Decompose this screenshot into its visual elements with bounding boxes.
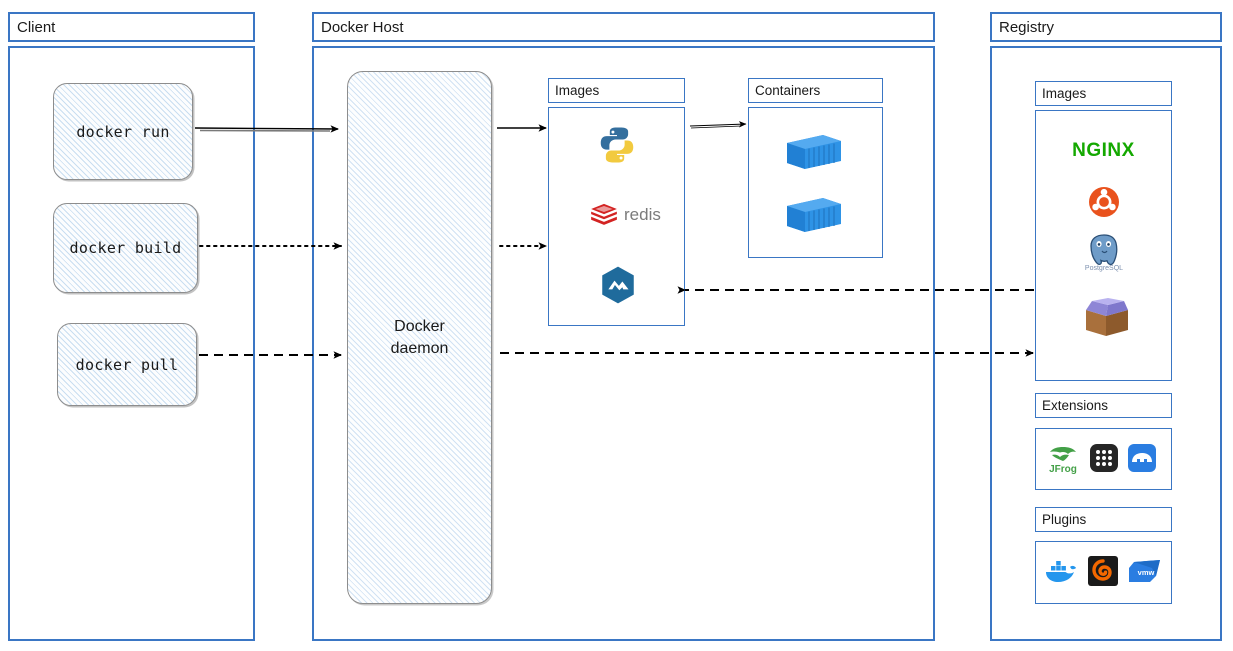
command-label-docker-pull: docker pull bbox=[75, 355, 179, 374]
panel-body-host-images bbox=[548, 107, 685, 326]
ubuntu-icon bbox=[1088, 186, 1120, 218]
docker-daemon-label: Docker daemon bbox=[391, 316, 449, 359]
zone-label-registry: Registry bbox=[999, 18, 1055, 36]
panel-label-registry-extensions: Extensions bbox=[1042, 398, 1109, 413]
nginx-icon: NGINX bbox=[1035, 138, 1172, 164]
panel-body-host-containers bbox=[748, 107, 883, 258]
command-label-docker-run: docker run bbox=[76, 122, 170, 141]
zone-header-client: Client bbox=[8, 12, 255, 42]
cardboard-box-icon bbox=[1078, 292, 1134, 338]
vmware-icon: vmw bbox=[1126, 556, 1164, 586]
docker-whale-icon bbox=[1042, 556, 1080, 588]
docker-daemon-line2: daemon bbox=[390, 339, 449, 357]
svg-text:vmw: vmw bbox=[1138, 568, 1155, 577]
panel-label-registry-plugins: Plugins bbox=[1042, 512, 1087, 527]
python-icon bbox=[596, 124, 638, 166]
command-box-docker-pull[interactable]: docker pull bbox=[57, 323, 197, 406]
postgresql-label: PostgreSQL bbox=[1084, 265, 1124, 272]
mattermost-icon bbox=[597, 264, 639, 306]
panel-header-registry-plugins: Plugins bbox=[1035, 507, 1172, 532]
postgresql-icon: PostgreSQL bbox=[1076, 233, 1132, 277]
panel-header-registry-extensions: Extensions bbox=[1035, 393, 1172, 418]
redis-logo: redis bbox=[590, 203, 661, 227]
jfrog-icon: JFrog bbox=[1046, 442, 1080, 476]
zone-label-client: Client bbox=[17, 18, 56, 36]
panel-header-registry-images: Images bbox=[1035, 81, 1172, 106]
nginx-label: NGINX bbox=[1072, 140, 1135, 161]
panel-label-registry-images: Images bbox=[1042, 86, 1087, 101]
docker-daemon-line1: Docker bbox=[394, 317, 445, 335]
panel-label-host-images: Images bbox=[555, 83, 600, 98]
panel-header-host-images: Images bbox=[548, 78, 685, 103]
zone-header-docker-host: Docker Host bbox=[312, 12, 935, 42]
svg-text:JFrog: JFrog bbox=[1049, 464, 1077, 475]
command-box-docker-run[interactable]: docker run bbox=[53, 83, 193, 180]
storage-icon bbox=[1128, 444, 1156, 472]
panel-label-host-containers: Containers bbox=[755, 83, 821, 98]
shipping-container-icon bbox=[783, 190, 845, 236]
redis-label: redis bbox=[624, 205, 661, 224]
command-box-docker-build[interactable]: docker build bbox=[53, 203, 198, 293]
shipping-container-icon bbox=[783, 127, 845, 173]
zone-label-docker-host: Docker Host bbox=[321, 18, 404, 36]
grid-apps-icon bbox=[1090, 444, 1118, 472]
zone-header-registry: Registry bbox=[990, 12, 1222, 42]
redis-icon bbox=[590, 203, 618, 227]
command-label-docker-build: docker build bbox=[69, 239, 182, 257]
grafana-icon bbox=[1088, 556, 1118, 586]
docker-daemon-box[interactable]: Docker daemon bbox=[347, 71, 492, 604]
panel-header-host-containers: Containers bbox=[748, 78, 883, 103]
